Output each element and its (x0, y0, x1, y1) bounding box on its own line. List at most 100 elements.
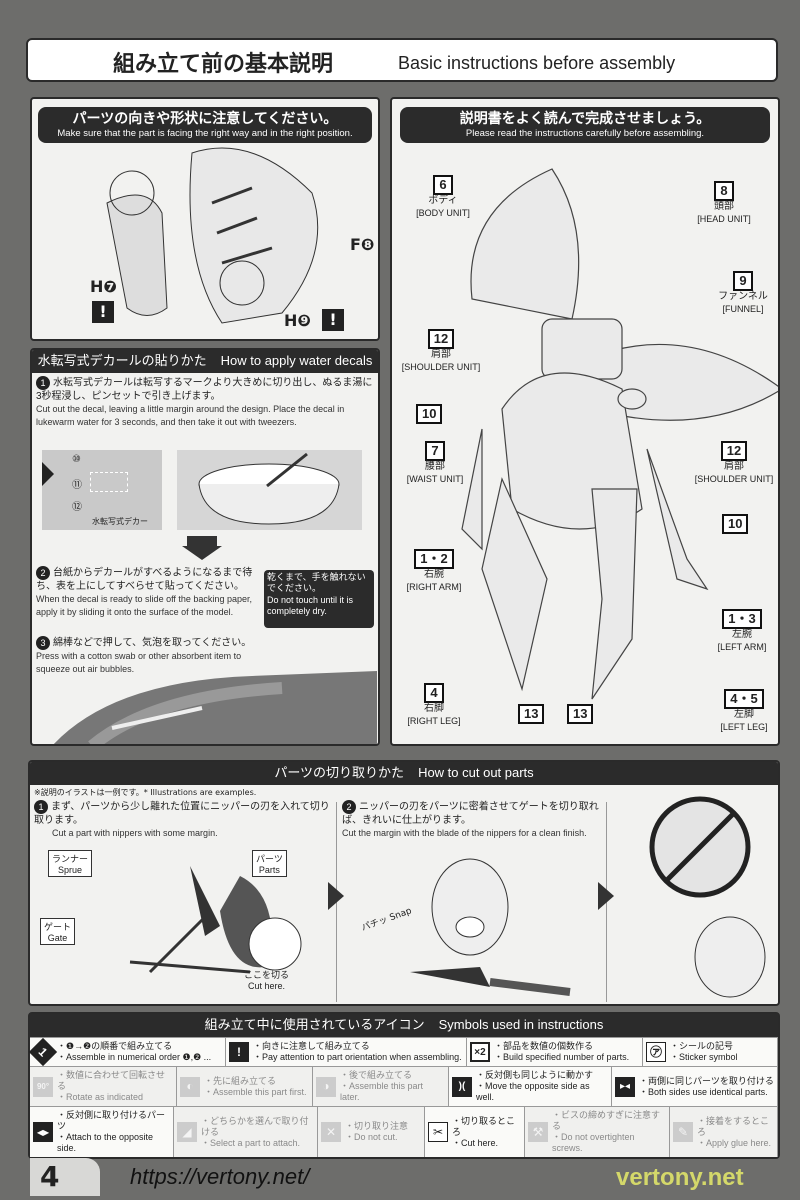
step-number: 2 (36, 566, 50, 580)
step-number: 3 (36, 636, 50, 650)
symbol-en: ・Do not cut. (345, 1132, 398, 1142)
part-label-f8: F❽ (350, 235, 375, 254)
step-text-jp: まず、パーツから少し離れた位置にニッパーの刃を入れて切り取ります。 (34, 801, 330, 826)
callout-number: 12 (720, 441, 748, 461)
symbol-en: ・Attach to the opposite side. (57, 1132, 154, 1153)
symbol-jp: ・切り取り注意 (345, 1121, 409, 1131)
part-orientation-illustration (106, 147, 319, 324)
instructions-title-jp: 説明書をよく読んで完成させましょう。 (459, 111, 711, 127)
callout-label-en: [RIGHT LEG] (407, 716, 461, 726)
both-sides-icon: ▸◂ (615, 1076, 635, 1097)
symbols-row-2: 90°・数値に合わせて回転させる・Rotate as indicated ◐・先… (30, 1066, 778, 1106)
callout-label-en: [RIGHT ARM] (406, 582, 462, 592)
callout-label-en: [SHOULDER UNIT] (401, 362, 481, 372)
symbol-en: ・Sticker symbol (670, 1052, 738, 1062)
step-text-en: Cut a part with nippers with some margin… (52, 828, 218, 838)
symbol-jp: ・反対側も同じように動かす (476, 1070, 594, 1080)
warning-icon: ! (322, 309, 344, 331)
callout-number: 1・2 (414, 549, 454, 569)
callout-label-jp: 肩部 (724, 461, 744, 472)
callout-label-en: [BODY UNIT] (416, 208, 470, 218)
symbols-title-en: Symbols used in instructions (438, 1017, 604, 1032)
callout-label-jp: ボディ (428, 195, 458, 206)
symbol-jp: ・後で組み立てる (340, 1070, 413, 1080)
instructions-title-en: Please read the instructions carefully b… (465, 128, 705, 139)
symbol-en: ・Move the opposite side as well. (476, 1081, 590, 1102)
symbols-row-3: ◀▶・反対側に取り付けるパーツ・Attach to the opposite s… (30, 1106, 778, 1157)
symbol-attach-opposite: ◀▶・反対側に取り付けるパーツ・Attach to the opposite s… (30, 1107, 174, 1157)
symbol-cut-here: ✂・切り取るところ・Cut here. (425, 1107, 525, 1157)
symbol-select-part: ◢・どちらかを選んで取り付ける・Select a part to attach. (174, 1107, 318, 1157)
callout-label-en: [SHOULDER UNIT] (694, 474, 774, 484)
watermark-site: vertony.net (616, 1164, 744, 1191)
symbol-jp: ・どちらかを選んで取り付ける (201, 1115, 309, 1137)
callout-13-a: 13 (518, 704, 545, 724)
symbol-rotate: 90°・数値に合わせて回転させる・Rotate as indicated (30, 1067, 177, 1106)
symbol-jp: ・両側に同じパーツを取り付ける (639, 1075, 774, 1086)
step-text-en: Press with a cotton swab or other absorb… (36, 651, 242, 674)
symbol-en: ・Cut here. (452, 1137, 499, 1148)
assemble-first-icon: ◐ (180, 1076, 200, 1097)
symbol-jp: ・数値に合わせて回転させる (57, 1070, 166, 1091)
nipper-icon: ✂ (428, 1122, 448, 1142)
symbol-sticker: ㋐・シールの記号・Sticker symbol (643, 1038, 778, 1066)
symbol-assemble-first: ◐・先に組み立てる・Assemble this part first. (177, 1067, 313, 1106)
instructions-panel: 説明書をよく読んで完成させましょう。 Please read the instr… (390, 97, 780, 746)
orientation-panel: パーツの向きや形状に注意してください。 Make sure that the p… (30, 97, 380, 341)
callout-number: 9 (733, 271, 753, 291)
watermark-url: https://vertony.net/ (130, 1164, 310, 1189)
callout-number: 1・3 (722, 609, 762, 629)
callout-10-left: 10 (416, 404, 443, 424)
play-icon (42, 462, 54, 486)
callout-number: 8 (714, 181, 734, 201)
dry-warning-jp: 乾くまで、手を触れないでください。 (267, 573, 366, 594)
symbol-jp: ・接着をするところ (697, 1115, 770, 1137)
rotate-icon: 90° (33, 1076, 53, 1097)
clean-cut-illustration (410, 858, 571, 996)
orientation-title-en: Make sure that the part is facing the ri… (57, 128, 353, 139)
decal-title-jp: 水転写式デカールの貼りかた (37, 354, 207, 369)
callout-13-b: 13 (567, 704, 594, 724)
callout-label-en: [HEAD UNIT] (697, 214, 751, 224)
cutting-title-jp: パーツの切り取りかた (274, 766, 405, 781)
symbol-screws: ⚒・ビスの締めすぎに注意する・Do not overtighten screws… (525, 1107, 670, 1157)
callout-label-jp: 右腕 (424, 569, 444, 580)
step-text-en: Cut the margin with the blade of the nip… (342, 828, 587, 838)
part-label-h7: H❼ (90, 277, 117, 296)
step-text-jp: 綿棒などで押して、気泡を取ってください。 (53, 637, 252, 649)
callout-label-jp: 腰部 (425, 461, 445, 472)
symbol-orientation: !・向きに注意して組み立てる・Pay attention to part ori… (226, 1038, 467, 1066)
dry-warning-en: Do not touch until it is completely dry. (267, 595, 354, 616)
callout-label-jp: ファンネル (718, 291, 768, 302)
sheet-number: ⑫ (72, 502, 82, 513)
step-text-jp: 台紙からデカールがすべるようになるまで待ち、表を上にしてすべらせて貼ってください… (36, 567, 253, 592)
sheet-number: ⑩ (72, 454, 81, 465)
numbered-step-icon: 1 (28, 1037, 58, 1067)
move-opposite-icon: )( (452, 1076, 472, 1097)
gate-label-en: Gate (47, 933, 68, 943)
callout-number: 4 (424, 683, 444, 703)
cut-here-jp: ここを切る (244, 970, 290, 980)
nipper-sprue-illustration (129, 866, 302, 974)
orientation-title-jp: パーツの向きや形状に注意してください。 (72, 111, 338, 127)
warning-icon: ! (229, 1042, 249, 1062)
down-arrow-head (182, 546, 222, 560)
step-text-jp: 水転写式デカールは転写するマークより大きめに切り出し、ぬるま湯に3秒程浸し、ピン… (36, 377, 373, 402)
step-number: 1 (36, 376, 50, 390)
parts-label-en: Parts (258, 865, 280, 875)
symbol-multiple: ×2・部品を数値の個数作る・Build specified number of … (467, 1038, 643, 1066)
